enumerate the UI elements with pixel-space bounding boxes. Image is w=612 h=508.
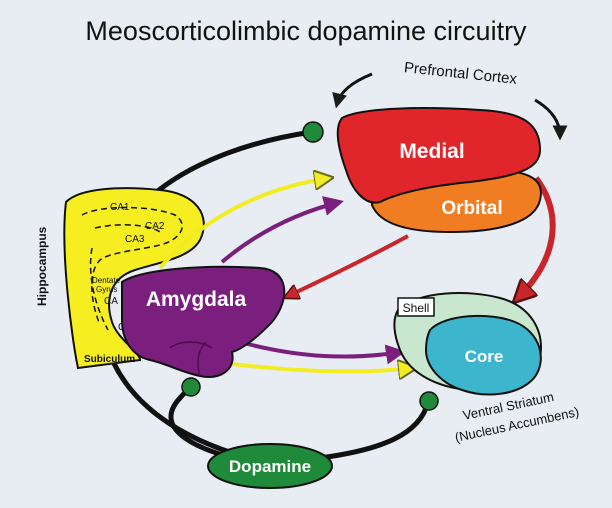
prefrontal-cortex-label: Prefrontal Cortex: [403, 59, 518, 88]
orbital-label: Orbital: [441, 198, 502, 219]
amygdala-shape: [121, 265, 286, 378]
amygdala-lobe-lines: [169, 341, 213, 377]
hippocampus-dentate-boundary: [89, 224, 161, 331]
amygdala-to-striatum-arrow: [239, 340, 406, 365]
hippocampus-to-striatum-arrow: [231, 364, 414, 371]
dopamine-to-striatum-pathway: [319, 401, 431, 461]
amygdala-label: Amygdala: [146, 288, 247, 311]
prefrontal-to-amygdala-arrow: [286, 234, 409, 297]
dopamine-source-shape: [207, 443, 333, 489]
striatum-terminal-dot: [419, 391, 439, 411]
medial-label: Medial: [399, 140, 464, 163]
dentate-label: Dentate: [92, 276, 121, 285]
core-shape: [424, 314, 542, 396]
ca3-label: CA3: [125, 234, 145, 245]
hippocampus-label: Hippocampus: [35, 226, 49, 306]
hippocampus-to-prefrontal-arrow: [158, 178, 330, 270]
prefrontal-terminal-dot: [302, 121, 324, 143]
medial-cortex-shape: [336, 107, 542, 204]
hippocampus-shape: [63, 187, 205, 370]
prefrontal-to-striatum-arrow: [516, 176, 556, 300]
subiculum-label: Subiculum: [84, 354, 135, 365]
shell-label: Shell: [403, 301, 430, 315]
prefrontal-left-curved-arrow: [332, 72, 373, 109]
ca1-label: CA1: [110, 202, 130, 213]
dopamine-label: Dopamine: [229, 457, 311, 476]
core-label: Core: [465, 347, 504, 366]
amygdala-to-prefrontal-arrow: [220, 196, 344, 264]
ca2-label: CA2: [145, 221, 165, 232]
gyrus-label: Gyrus: [96, 285, 117, 294]
diagram-title: Meoscorticolimbic dopamine circuitry: [85, 16, 527, 46]
prefrontal-right-curved-arrow: [534, 98, 568, 141]
ca-partial-label-1: CA: [104, 296, 118, 307]
shell-label-box: [397, 297, 435, 317]
amygdala-terminal-dot: [181, 377, 201, 397]
